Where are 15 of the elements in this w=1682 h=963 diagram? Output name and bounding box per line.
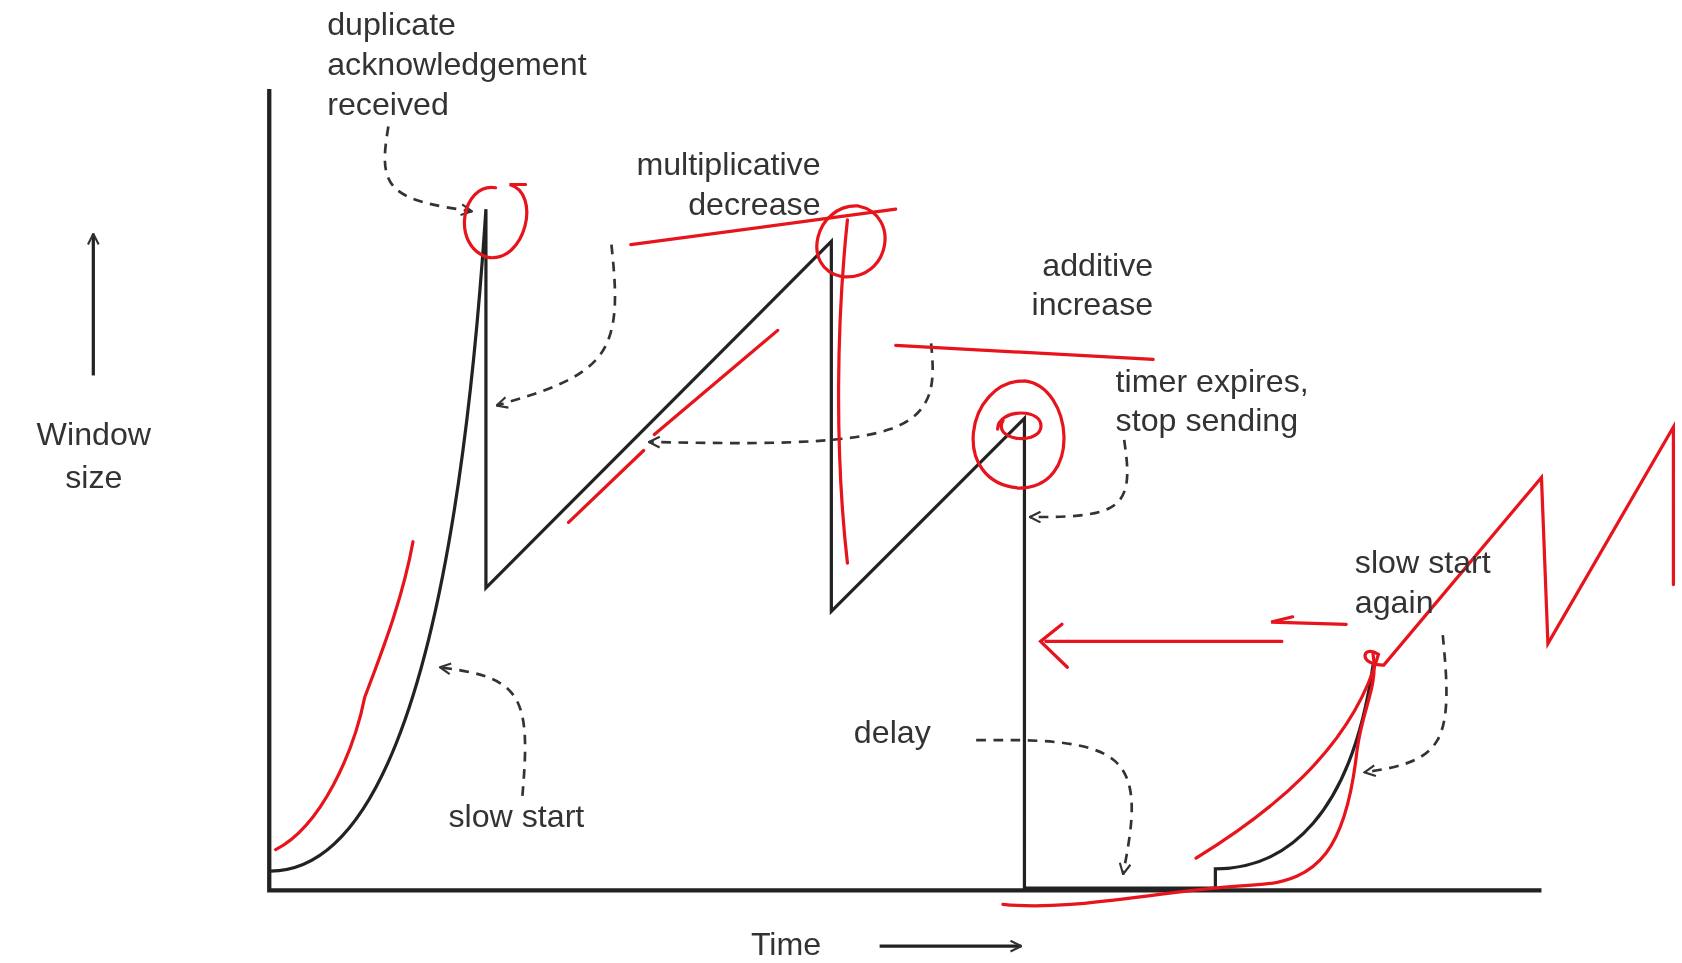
axis-title: Time (750, 924, 823, 963)
leader-line (1363, 634, 1448, 778)
leader-line (383, 126, 474, 217)
callout-label: slow start (448, 795, 637, 836)
leader-line (976, 738, 1134, 876)
callout-label: duplicate acknowledgement received (327, 4, 703, 124)
callout-label: delay (853, 712, 972, 752)
axis-title: Window size (35, 415, 153, 497)
leader-line (647, 343, 934, 449)
callout-label: timer expires, stop sending (1115, 360, 1363, 440)
leader-line (438, 662, 527, 797)
leader-line (495, 244, 617, 409)
callout-label: multiplicative decrease (531, 143, 821, 224)
callout-label: additive increase (933, 244, 1154, 324)
leader-line (1028, 439, 1129, 524)
